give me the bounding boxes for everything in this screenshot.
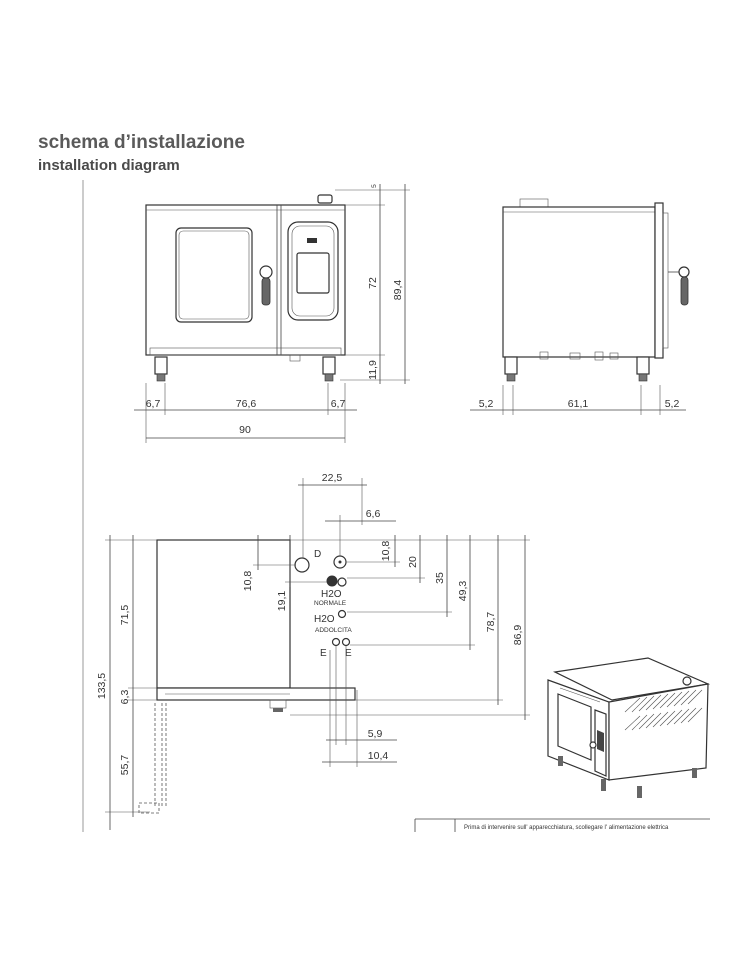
dim-plan-softened-vertical: 49,3: [457, 581, 469, 602]
door-handle-knob: [259, 265, 273, 279]
side-body: [502, 206, 656, 358]
safety-note-text: Prima di intervenire sull' apparecchiatu…: [464, 825, 669, 831]
dim-front-top-offset: 5: [371, 184, 378, 188]
label-water-normal-caption: NORMALE: [314, 600, 347, 607]
control-screen: [296, 252, 330, 294]
dim-plan-normal-vertical: 35: [434, 572, 446, 584]
door-handle: [261, 277, 271, 306]
dim-plan-total-depth: 86,9: [512, 625, 524, 646]
front-vent: [317, 194, 333, 204]
front-leg-left: [154, 356, 168, 375]
side-handle: [680, 276, 689, 306]
front-drain-fitting: [289, 354, 301, 362]
dim-front-leg-height: 11,9: [367, 360, 379, 380]
dim-plan-electric-offset-2: 10,4: [368, 750, 389, 762]
brand-logo-icon: [307, 238, 317, 243]
dim-plan-door-thickness: 6,3: [119, 690, 131, 705]
side-view: 5,2 61,1 5,2: [470, 198, 690, 415]
dim-plan-drain-vertical-right: 10,8: [380, 541, 392, 562]
dim-front-inner-width: 76,6: [236, 398, 257, 410]
page-title: schema d’installazione: [38, 132, 245, 153]
dim-plan-total-height-side: 133,5: [96, 673, 108, 699]
side-vent: [519, 198, 549, 208]
front-view: 6,7 76,6 6,7 90 5 72 89,4 11,9: [134, 184, 410, 443]
dim-plan-drain-horizontal: 22,5: [322, 472, 343, 484]
dim-plan-electric-offset-1: 5,9: [368, 728, 383, 740]
oven-3d-leg: [558, 756, 563, 766]
plan-view: D H2O NORMALE H2O ADDOLCITA E E 22,5 6,6: [96, 472, 530, 830]
safety-note: Prima di intervenire sull' apparecchiatu…: [414, 818, 710, 832]
dim-plan-stand-height: 55,7: [119, 755, 131, 776]
drain-connection-icon: [294, 557, 310, 573]
side-handle-knob: [678, 266, 690, 278]
dim-plan-drain-vertical-left: 10,8: [242, 571, 254, 592]
dim-plan-body-depth: 78,7: [485, 612, 497, 633]
electric-connection-icon: [331, 637, 341, 647]
dim-side-depth: 61,1: [568, 398, 589, 410]
dim-front-right-offset: 6,7: [331, 398, 346, 410]
dim-plan-water-vertical-left: 19,1: [276, 591, 288, 612]
front-leg-right: [322, 356, 336, 375]
oven-3d-leg: [637, 786, 642, 798]
dim-front-left-offset: 6,7: [146, 398, 161, 410]
dim-front-body-height: 72: [367, 277, 379, 289]
oven-perspective-view: [547, 657, 711, 798]
page-subtitle: installation diagram: [38, 157, 180, 174]
plan-drain-fitting: [269, 699, 287, 709]
oven-3d-leg: [601, 779, 606, 791]
oven-3d-leg: [692, 768, 697, 778]
oven-3d-side: [608, 683, 709, 781]
water-softened-icon: [337, 609, 347, 619]
oven-3d-vent-icon: [682, 676, 692, 686]
stand-outline: [138, 703, 167, 814]
dim-side-front-offset: 5,2: [665, 398, 680, 410]
dim-front-total-width: 90: [239, 424, 251, 436]
dim-plan-body-height-side: 71,5: [119, 605, 131, 626]
oven-3d-window: [557, 693, 592, 761]
side-leg-front: [636, 356, 650, 375]
label-water-softened-caption: ADDOLCITA: [315, 627, 352, 634]
label-electric-2: E: [345, 648, 352, 659]
dim-front-total-height: 89,4: [392, 280, 404, 301]
dim-plan-water-vertical: 20: [407, 556, 419, 568]
plan-body: [156, 539, 291, 689]
label-electric-1: E: [320, 648, 327, 659]
water-normal-icon: [326, 575, 338, 587]
side-leg-rear: [504, 356, 518, 375]
label-drain: D: [314, 549, 321, 560]
label-water-normal: H2O: [321, 589, 342, 600]
side-door: [654, 202, 664, 359]
dim-side-rear-offset: 5,2: [479, 398, 494, 410]
dim-plan-water-horizontal: 6,6: [366, 508, 381, 520]
label-water-softened: H2O: [314, 614, 335, 625]
electric-connection-icon: [341, 637, 351, 647]
front-door-window: [175, 227, 253, 323]
